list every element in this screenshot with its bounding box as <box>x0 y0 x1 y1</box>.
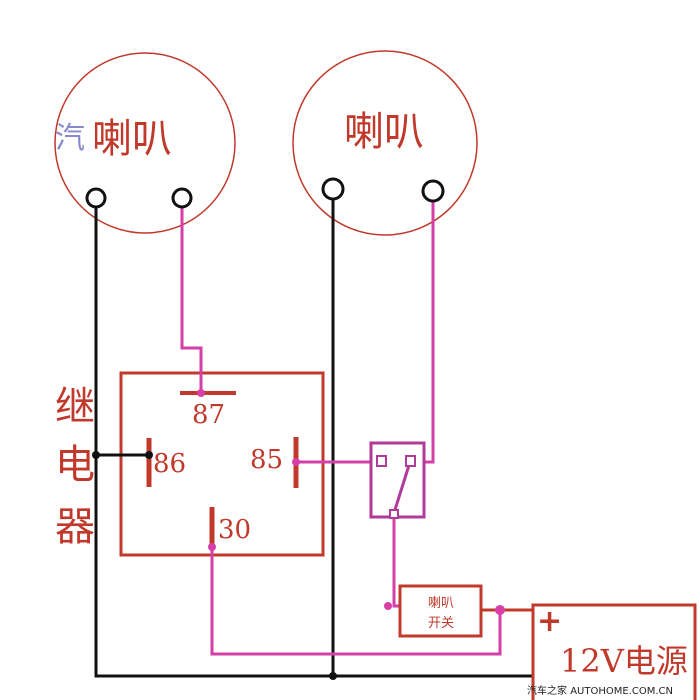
switch-contact-left <box>376 455 387 467</box>
left-horn-terminal-ground <box>85 187 107 209</box>
relay-title-char-1: 继 <box>55 384 95 430</box>
junction-dot <box>208 543 216 551</box>
left-horn-circle <box>54 52 236 234</box>
relay-title-char-3: 器 <box>55 504 95 550</box>
left-horn-label: 喇叭 <box>92 116 172 162</box>
watermark-text: 汽车之家 AUTOHOME.COM.CN <box>527 684 673 697</box>
pin-85-label: 85 <box>250 445 283 475</box>
pin-87-label: 87 <box>192 400 225 430</box>
left-horn-terminal-positive <box>171 187 193 209</box>
junction-dot <box>495 605 505 615</box>
wire-pin-30-to-power <box>210 547 502 656</box>
ground-wire-left-horn <box>94 198 533 678</box>
junction-dot <box>384 602 392 610</box>
horn-button-label-line1: 喇叭 <box>428 596 454 611</box>
right-horn-label: 喇叭 <box>344 109 424 155</box>
relay-title-char-2: 电 <box>55 442 95 488</box>
wire-right-horn-to-switch <box>410 193 435 464</box>
power-plus-sign: + <box>537 604 562 639</box>
wire-pin-87-to-left-horn <box>180 200 203 393</box>
switch-contact-right <box>405 455 416 467</box>
junction-dot <box>197 389 205 397</box>
pin-86-label: 86 <box>153 449 186 479</box>
horn-button-box <box>398 584 483 638</box>
switch-pivot <box>389 509 399 519</box>
junction-dot <box>145 451 153 459</box>
horn-button-label-line2: 开关 <box>428 616 454 631</box>
right-horn-terminal-positive <box>421 179 445 203</box>
right-horn-terminal-ground <box>321 177 345 201</box>
relay-box <box>119 371 325 557</box>
junction-dot <box>329 672 337 680</box>
handwriting-mark: 汽 <box>55 121 85 156</box>
power-supply-label: 12V电源 <box>560 642 688 680</box>
power-supply-box <box>531 603 697 700</box>
junction-dot <box>292 458 300 466</box>
switch-lever <box>392 461 412 514</box>
right-horn-circle <box>292 50 478 236</box>
junction-dot <box>92 451 100 459</box>
pin-30-label: 30 <box>218 515 251 545</box>
